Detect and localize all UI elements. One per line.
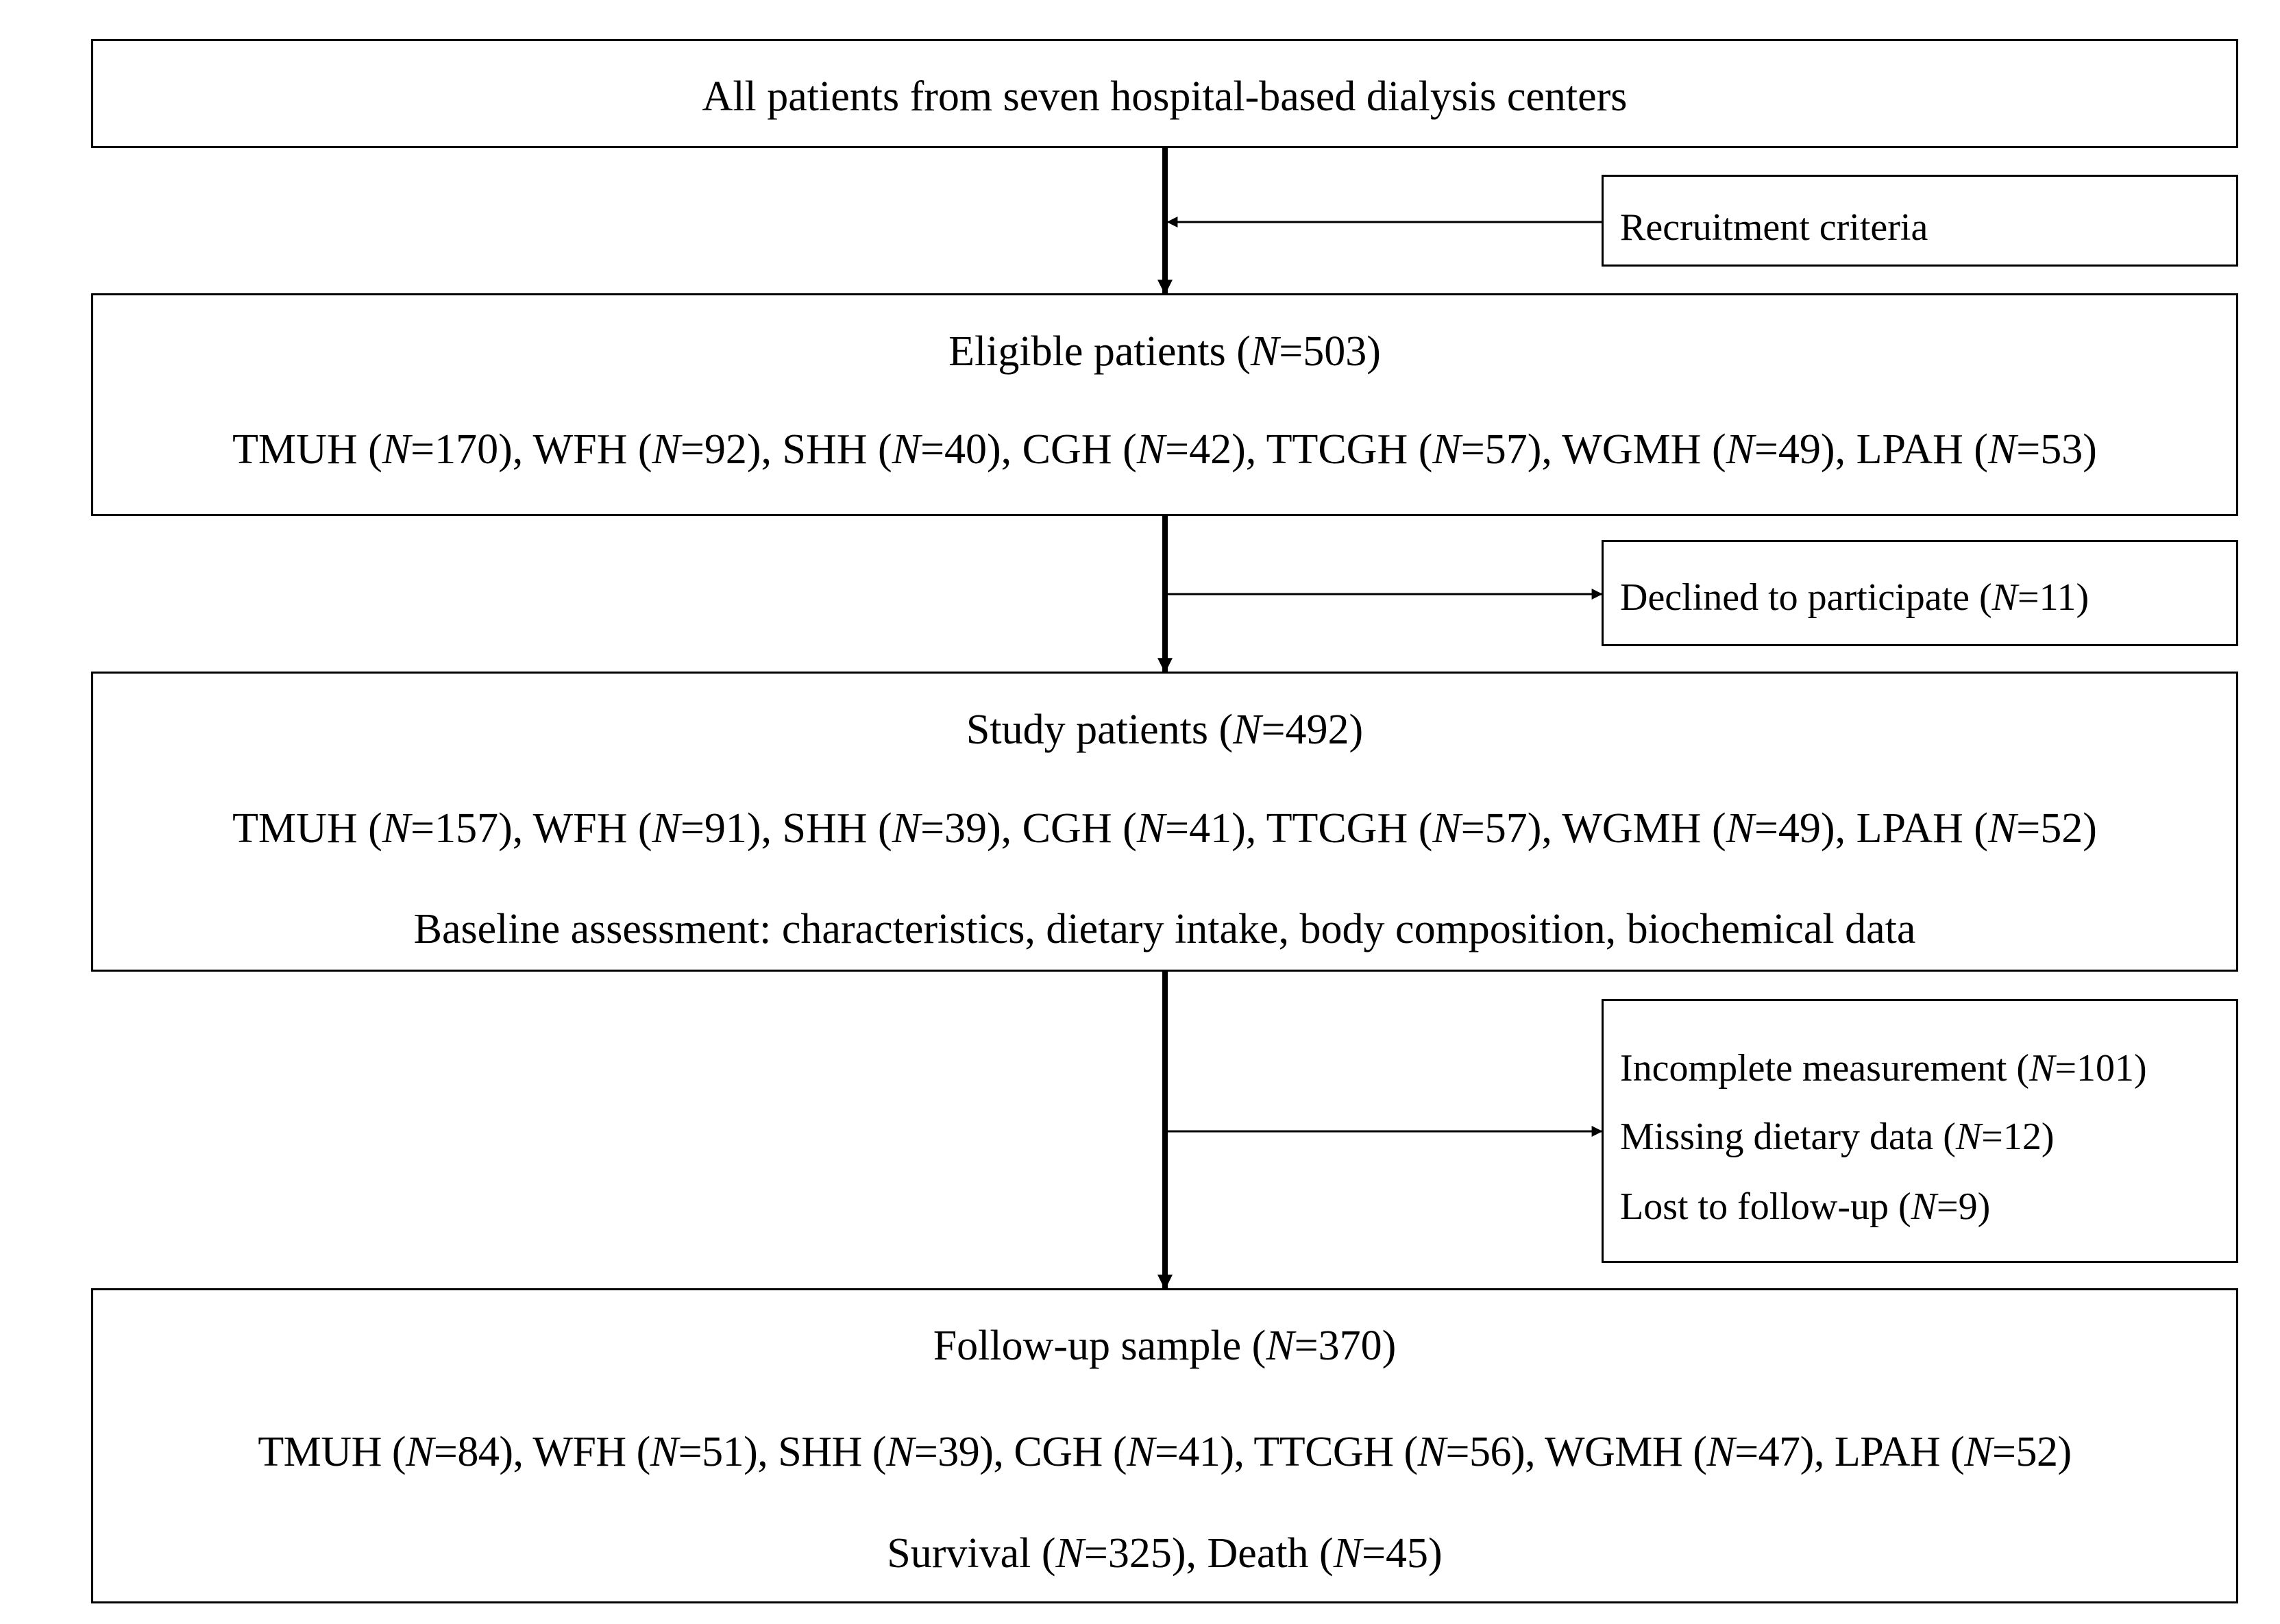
recruitment-criteria-box: Recruitment criteria xyxy=(1602,175,2238,267)
eligible-patients-centers: TMUH (N=170), WFH (N=92), SHH (N=40), CG… xyxy=(232,426,2097,473)
follow-up-sample-centers: TMUH (N=84), WFH (N=51), SHH (N=39), CGH… xyxy=(258,1429,2072,1475)
eligible-patients-title: Eligible patients (N=503) xyxy=(948,328,1381,375)
follow-up-sample-box: Follow-up sample (N=370) TMUH (N=84), WF… xyxy=(91,1288,2238,1603)
declined-box: Declined to participate (N=11) xyxy=(1602,540,2238,646)
declined-text: Declined to participate (N=11) xyxy=(1620,576,2089,619)
all-patients-text: All patients from seven hospital-based d… xyxy=(702,73,1628,120)
study-patients-box: Study patients (N=492) TMUH (N=157), WFH… xyxy=(91,672,2238,972)
study-patients-centers: TMUH (N=157), WFH (N=91), SHH (N=39), CG… xyxy=(232,805,2097,852)
all-patients-box: All patients from seven hospital-based d… xyxy=(91,39,2238,148)
lost-to-follow-up-text: Lost to follow-up (N=9) xyxy=(1620,1185,1991,1228)
eligible-patients-box: Eligible patients (N=503) TMUH (N=170), … xyxy=(91,293,2238,516)
incomplete-measurement-text: Incomplete measurement (N=101) xyxy=(1620,1047,2147,1090)
missing-dietary-data-text: Missing dietary data (N=12) xyxy=(1620,1116,2055,1158)
study-patients-title: Study patients (N=492) xyxy=(966,706,1364,753)
exclusions-box: Incomplete measurement (N=101) Missing d… xyxy=(1602,999,2238,1263)
follow-up-outcomes-text: Survival (N=325), Death (N=45) xyxy=(887,1530,1443,1577)
follow-up-sample-title: Follow-up sample (N=370) xyxy=(933,1322,1397,1369)
recruitment-criteria-text: Recruitment criteria xyxy=(1620,206,1928,249)
baseline-assessment-text: Baseline assessment: characteristics, di… xyxy=(413,906,1916,952)
